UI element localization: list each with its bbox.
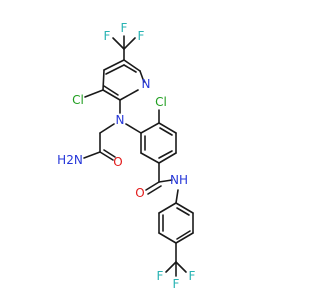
pyridine-ring-bonds <box>102 59 145 101</box>
atom-label-n-amine: N <box>116 113 125 127</box>
atom-label-f-top-left: F <box>104 29 111 43</box>
atom-label-o-amide: O <box>113 155 122 169</box>
bottom-cf3-bonds <box>165 242 187 277</box>
amine-linker-bonds <box>83 123 142 161</box>
chemical-structure-diagram: F F F Cl N N H2N O Cl O NH F F F <box>57 21 196 291</box>
benzamide-bonds <box>145 179 179 204</box>
atom-label-n-pyridine: N <box>142 77 151 91</box>
atom-label-f-top-right: F <box>138 29 145 43</box>
benzene-ring-bonds <box>140 122 177 164</box>
top-cf3-bonds <box>112 35 136 61</box>
atom-label-nh-benzamide: NH <box>170 173 188 187</box>
atom-label-cl-benzene: Cl <box>155 95 167 109</box>
atom-label-f-bottom-right: F <box>189 269 196 283</box>
atom-label-cl-pyridine: Cl <box>72 93 84 107</box>
bond-ring-to-cl <box>84 89 104 98</box>
atom-label-o-benzamide: O <box>135 186 144 200</box>
atom-label-h2n-amide: H2N <box>57 153 83 167</box>
atom-label-f-bottom-left: F <box>157 269 164 283</box>
atom-label-f-bottom-mid: F <box>173 277 180 291</box>
atom-label-f-top-mid: F <box>121 21 128 35</box>
phenyl-ring-bonds <box>158 202 194 244</box>
